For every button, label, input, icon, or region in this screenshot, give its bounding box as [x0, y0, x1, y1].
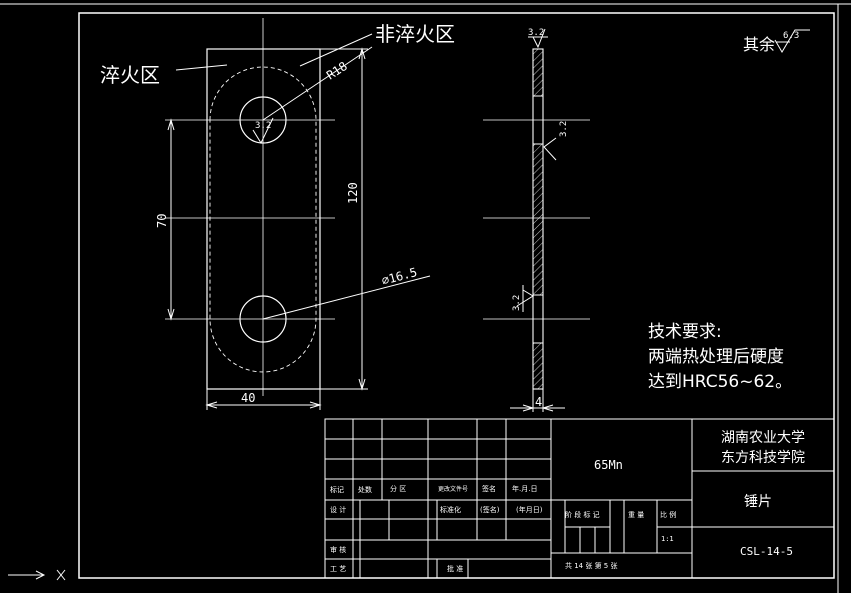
- length-dimension: 120: [320, 47, 368, 391]
- roughness-symbol-top-edge: 3.2: [528, 28, 548, 49]
- drawing-frame: [78, 12, 835, 579]
- quench-zone-label: 淬火区: [100, 63, 160, 87]
- radius-leader: [262, 46, 373, 121]
- thickness-dimension: 4: [510, 389, 565, 412]
- thickness-value: 4: [535, 395, 542, 409]
- hdr-review: 审 核: [330, 545, 346, 554]
- non-quench-zone-label: 非淬火区: [375, 22, 455, 46]
- hdr-doc: 更改文件号: [438, 485, 468, 493]
- tech-requirements: 技术要求: 两端热处理后硬度 达到HRC56~62。: [648, 322, 792, 392]
- width-value: 40: [241, 391, 255, 405]
- hdr-stage-mark: 阶 段 标 记: [565, 510, 600, 519]
- hdr-ymd: (年月日): [516, 505, 543, 514]
- radius-dimension: R18: [324, 59, 350, 83]
- roughness-bottom-edge-value: 3.2: [512, 295, 522, 311]
- hdr-craft: 工 艺: [330, 565, 346, 573]
- hatch-middle: [533, 144, 543, 295]
- hdr-sheets: 共 14 张 第 5 张: [565, 561, 618, 570]
- school-line1: 湖南农业大学: [721, 430, 805, 446]
- hdr-qty: 处数: [358, 485, 372, 494]
- hdr-mark: 标记: [330, 485, 344, 494]
- roughness-other-prefix: 其余: [743, 35, 775, 54]
- tech-req-line2: 达到HRC56~62。: [648, 372, 792, 392]
- hatch-bottom: [533, 343, 543, 389]
- hole-spacing-dimension: 70: [155, 118, 175, 321]
- quench-boundary: [209, 66, 317, 373]
- title-block-text: 65Mn 湖南农业大学 东方科技学院 锤片 CSL-14-5 1:1 标记 处数…: [330, 430, 805, 573]
- roughness-symbol-bottom-edge: 3.2: [512, 285, 534, 312]
- hdr-standardization: 标准化: [440, 505, 461, 514]
- length-value: 120: [346, 182, 360, 204]
- tech-req-heading: 技术要求:: [648, 322, 722, 342]
- roughness-top-edge-value: 3.2: [528, 28, 544, 38]
- hdr-approve: 批 准: [447, 564, 463, 573]
- roughness-symbol-side-face: 3.2: [543, 121, 569, 161]
- diameter-leader: [262, 275, 431, 320]
- hdr-sign: 签名: [482, 484, 496, 493]
- quench-leader: [175, 64, 228, 71]
- scale-value: 1:1: [661, 535, 674, 543]
- part-name: 锤片: [744, 494, 772, 510]
- hole-diameter-dimension: ∅16.5: [380, 265, 419, 288]
- top-hole: [239, 96, 287, 144]
- ucs-icon: [8, 569, 66, 581]
- title-block: [324, 418, 835, 579]
- non-quench-leader: [299, 33, 373, 67]
- hdr-signed: (签名): [480, 505, 500, 514]
- hdr-weight: 重 量: [628, 511, 644, 519]
- hdr-ratio: 比 例: [660, 510, 676, 519]
- hole-spacing-value: 70: [155, 214, 169, 228]
- hdr-zone: 分 区: [390, 484, 406, 493]
- tech-req-line1: 两端热处理后硬度: [648, 347, 784, 367]
- roughness-other: 其余 6.3: [743, 29, 810, 54]
- side-view: 3.2 3.2 3.2 4: [483, 28, 590, 412]
- bottom-hole: [239, 295, 287, 343]
- hatch-top: [533, 49, 543, 96]
- roughness-hole-value: 3.2: [255, 121, 271, 131]
- hdr-date: 年.月.日: [512, 484, 537, 493]
- roughness-side-face-value: 3.2: [559, 121, 569, 137]
- school-line2: 东方科技学院: [721, 450, 805, 466]
- part-outline: [206, 48, 321, 390]
- material: 65Mn: [594, 458, 623, 472]
- width-dimension: 40: [205, 389, 322, 410]
- hdr-design: 设 计: [330, 505, 346, 514]
- drawing-number: CSL-14-5: [740, 545, 793, 558]
- roughness-other-value: 6.3: [783, 31, 799, 41]
- front-view: 3.2 淬火区 非淬火区 R18 ∅16.5 70 120: [100, 18, 455, 410]
- roughness-symbol-hole: 3.2: [252, 117, 274, 145]
